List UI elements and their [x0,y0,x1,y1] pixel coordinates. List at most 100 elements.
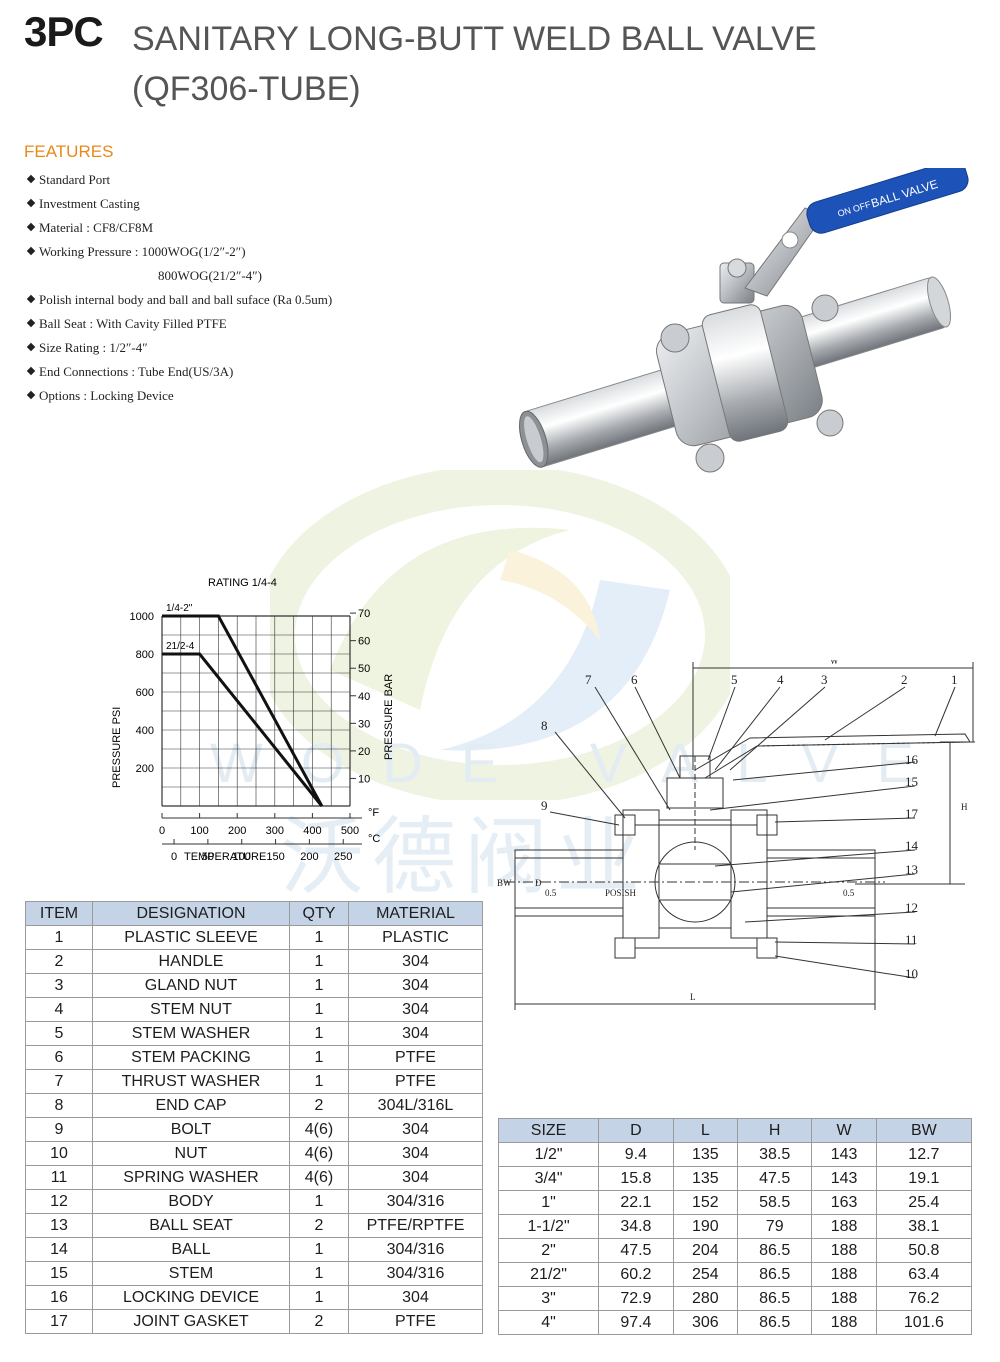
dimension-d: D [535,878,542,888]
table-cell: 304 [348,1165,483,1190]
feature-item-continued: 800WOG(21/2″-4″) [158,268,262,283]
table-cell: 79 [736,1214,813,1239]
table-cell: 14 [25,1237,93,1262]
y-right-tick-label: 20 [358,746,370,758]
diamond-bullet-icon [26,246,36,256]
chart-y-left-label: PRESSURE PSI [111,707,123,788]
y-right-tick-label: 70 [358,608,370,620]
table-cell: HANDLE [92,949,290,974]
table-cell: 190 [672,1214,738,1239]
table-cell: 306 [672,1310,738,1335]
table-cell: 58.5 [736,1190,813,1215]
header-h: H [736,1118,813,1143]
header-qty: QTY [289,901,349,926]
x-tick-label-f: 200 [228,825,246,837]
x-tick-label-c: 250 [334,851,352,863]
table-cell: 1 [289,1285,349,1310]
valve-section-drawing: 1 2 3 4 5 6 7 8 9 10 11 12 13 14 15 16 1… [497,660,975,1010]
callout-13: 13 [905,862,918,877]
table-cell: 12 [25,1189,93,1214]
table-cell: 2 [289,1093,349,1118]
table-cell: 2 [25,949,93,974]
table-cell: 304 [348,1141,483,1166]
series-line [162,614,324,807]
table-cell: 254 [672,1262,738,1287]
table-cell: 2 [289,1213,349,1238]
callout-17: 17 [905,806,919,821]
table-cell: 1-1/2" [497,1214,600,1239]
feature-item: End Connections : Tube End(US/3A) [26,364,233,380]
table-cell: LOCKING DEVICE [92,1285,290,1310]
x-tick-label-c: 150 [266,851,284,863]
y-right-tick-label: 30 [358,718,370,730]
callout-15: 15 [905,774,918,789]
pressure-temperature-chart: RATING 1/4-4 PRESSURE PSI PRESSURE BAR T… [111,577,395,863]
feature-item: Investment Casting [26,196,140,212]
table-cell: 101.6 [875,1310,973,1335]
table-cell: 1 [289,925,349,950]
table-cell: 5 [25,1021,93,1046]
table-cell: 1 [289,1237,349,1262]
y-right-tick-label: 50 [358,663,370,675]
table-cell: 34.8 [598,1214,674,1239]
x-tick-label-c: 100 [233,851,251,863]
size-table-header: SIZE D L H W BW [497,1118,973,1143]
dimension-w: W [830,660,839,666]
table-cell: 63.4 [875,1262,973,1287]
table-cell: PLASTIC [348,925,483,950]
table-cell: 135 [672,1166,738,1191]
table-cell: 304L/316L [348,1093,483,1118]
diamond-bullet-icon [26,366,36,376]
dimension-h: H [961,802,968,812]
table-cell: 4 [25,997,93,1022]
y-left-tick-label: 600 [136,687,154,699]
feature-item: Size Rating : 1/2″-4″ [26,340,148,356]
y-left-tick-label: 1000 [130,611,154,623]
x-tick-label-f: 400 [303,825,321,837]
table-cell: 135 [672,1142,738,1167]
callout-9: 9 [541,798,548,813]
table-cell: GLAND NUT [92,973,290,998]
header-designation: DESIGNATION [92,901,290,926]
table-cell: 304 [348,1285,483,1310]
table-cell: 38.1 [875,1214,973,1239]
diamond-bullet-icon [26,342,36,352]
table-cell: BALL [92,1237,290,1262]
table-cell: 3" [497,1286,600,1311]
table-cell: 4" [497,1310,600,1335]
diamond-bullet-icon [26,174,36,184]
x-tick-label-f: 500 [341,825,359,837]
table-cell: 143 [811,1142,877,1167]
table-cell: PTFE [348,1069,483,1094]
table-cell: 97.4 [598,1310,674,1335]
table-cell: PTFE/RPTFE [348,1213,483,1238]
table-cell: 1 [289,1069,349,1094]
feature-item: Standard Port [26,172,110,188]
table-cell: 47.5 [736,1166,813,1191]
table-cell: 6 [25,1045,93,1070]
x-tick-label-f: 100 [190,825,208,837]
table-cell: 4(6) [289,1165,349,1190]
feature-item: Working Pressure : 1000WOG(1/2″-2″) [26,244,246,260]
table-cell: 50.8 [875,1238,973,1263]
chart-x-label: TEMPERATURE [184,851,266,863]
dimension-bw: BW [497,878,512,888]
diamond-bullet-icon [26,318,36,328]
callout-3: 3 [821,672,828,687]
table-cell: 188 [811,1238,877,1263]
callout-1: 1 [951,672,958,687]
table-cell: 1 [289,1189,349,1214]
table-cell: 304 [348,1021,483,1046]
y-left-tick-label: 800 [136,649,154,661]
